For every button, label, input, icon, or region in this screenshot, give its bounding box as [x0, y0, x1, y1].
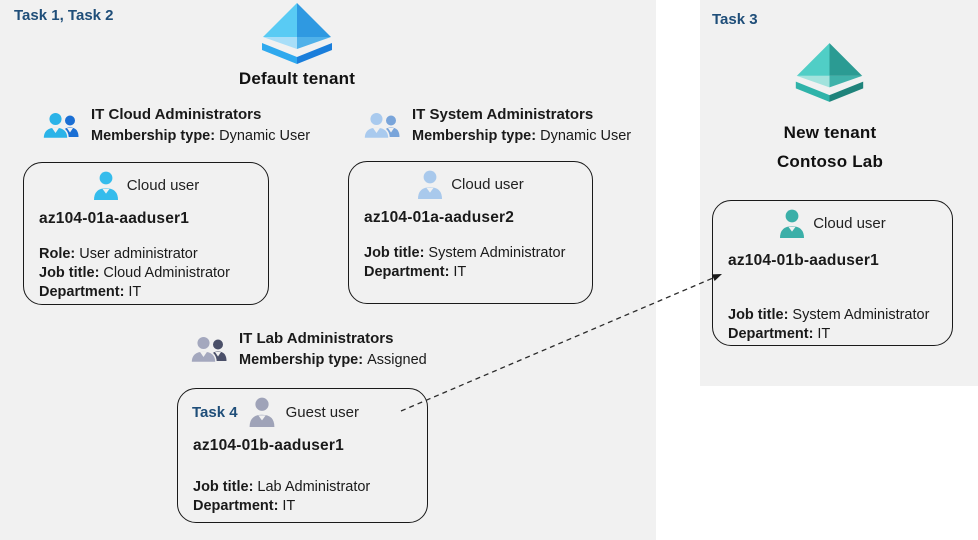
default-tenant-panel [0, 0, 656, 540]
membership-type-value: Dynamic User [219, 128, 311, 144]
group-icon [363, 111, 400, 140]
group-icon [190, 335, 227, 364]
user-name: az104-01b-aaduser1 [728, 252, 879, 269]
azure-ad-icon [262, 3, 332, 64]
membership-type-value: Assigned [367, 352, 427, 368]
user-type-label: Cloud user [126, 177, 200, 194]
user-fields: Job title:Lab Administrator Department:I… [193, 478, 427, 516]
group-membership: Membership type:Dynamic User [412, 125, 631, 147]
user-fields: Job title:System Administrator Departmen… [364, 244, 592, 282]
card-header: Cloud user [24, 170, 268, 201]
guest-user-icon [249, 397, 274, 427]
card-header: Cloud user [349, 169, 592, 200]
user-card-aaduser2: Cloud user az104-01a-aaduser2 Job title:… [348, 161, 593, 304]
field-role: Role:User administrator [39, 246, 198, 262]
group-text: IT Cloud Administrators Membership type:… [91, 104, 310, 147]
user-name: az104-01a-aaduser1 [39, 210, 190, 227]
cloud-user-icon [93, 171, 118, 200]
field-job-title: Job title:Cloud Administrator [39, 265, 230, 281]
user-card-aaduser1: Cloud user az104-01a-aaduser1 Role:User … [23, 162, 269, 305]
field-department: Department:IT [364, 264, 467, 280]
membership-type-label: Membership type: [239, 352, 364, 368]
membership-type-label: Membership type: [412, 128, 537, 144]
group-icon [42, 111, 79, 140]
task-3-label: Task 3 [712, 11, 758, 28]
group-membership: Membership type:Dynamic User [91, 125, 310, 147]
user-type-label: Cloud user [813, 215, 886, 232]
group-text: IT Lab Administrators Membership type:As… [239, 328, 427, 371]
card-header: Task 4 Guest user [192, 396, 427, 428]
field-job-title: Job title:System Administrator [364, 245, 566, 261]
membership-type-value: Dynamic User [540, 128, 632, 144]
group-title: IT System Administrators [412, 106, 594, 123]
azure-ad-icon-teal [795, 43, 864, 102]
cloud-user-icon [780, 209, 805, 238]
user-type-label: Cloud user [451, 176, 524, 193]
group-text: IT System Administrators Membership type… [412, 104, 631, 147]
group-title: IT Lab Administrators [239, 330, 394, 347]
group-it-system-administrators: IT System Administrators Membership type… [363, 104, 631, 147]
default-tenant-name: Default tenant [238, 69, 356, 88]
user-fields: Role:User administrator Job title:Cloud … [39, 245, 268, 302]
user-name: az104-01b-aaduser1 [193, 437, 344, 454]
group-it-cloud-administrators: IT Cloud Administrators Membership type:… [42, 104, 310, 147]
group-it-lab-administrators: IT Lab Administrators Membership type:As… [190, 328, 427, 371]
new-tenant-name-line1: New tenant [783, 123, 877, 142]
new-tenant-user-card: Cloud user az104-01b-aaduser1 Job title:… [712, 200, 953, 346]
task-1-2-label: Task 1, Task 2 [14, 7, 114, 24]
field-job-title: Job title:System Administrator [728, 307, 930, 323]
field-department: Department:IT [39, 284, 142, 300]
new-tenant-name-line2: Contoso Lab [776, 152, 884, 171]
user-type-label: Guest user [285, 403, 359, 421]
group-membership: Membership type:Assigned [239, 349, 427, 371]
card-header: Cloud user [713, 208, 952, 239]
task-4-label: Task 4 [192, 403, 238, 421]
field-department: Department:IT [193, 498, 296, 514]
field-job-title: Job title:Lab Administrator [193, 479, 371, 495]
group-title: IT Cloud Administrators [91, 106, 262, 123]
user-fields: Job title:System Administrator Departmen… [728, 306, 952, 344]
user-name: az104-01a-aaduser2 [364, 209, 515, 226]
membership-type-label: Membership type: [91, 128, 216, 144]
cloud-user-icon [418, 170, 443, 199]
field-department: Department:IT [728, 326, 831, 342]
guest-user-card: Task 4 Guest user az104-01b-aaduser1 Job… [177, 388, 428, 523]
new-tenant-name: New tenant Contoso Lab [740, 118, 920, 176]
